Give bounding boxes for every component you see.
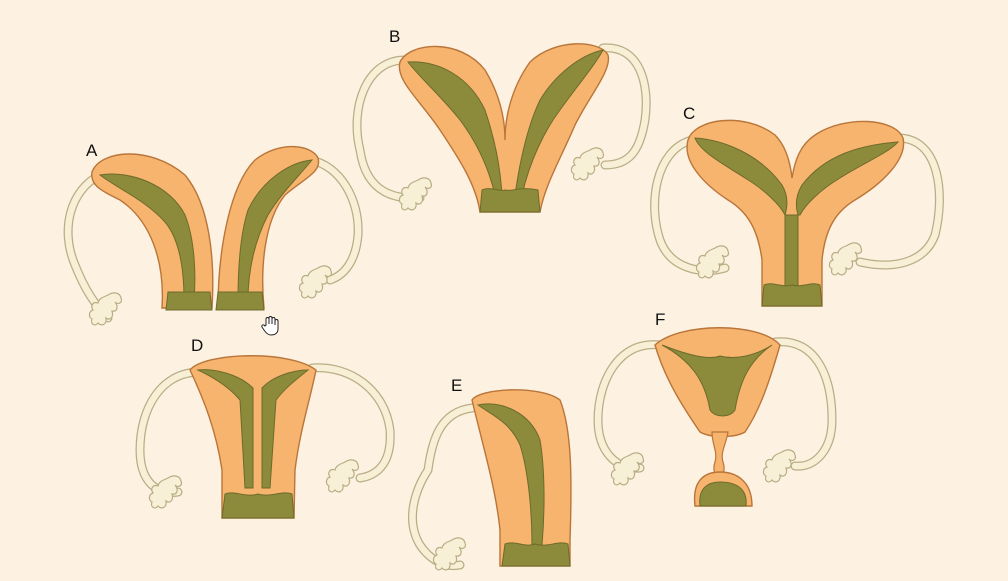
uterus-unicornuate-E (408, 389, 572, 571)
label-A: A (86, 141, 98, 160)
label-B: B (389, 27, 400, 46)
uterus-bicornuate-C (650, 119, 944, 307)
uterus-arcuate-F (593, 327, 837, 507)
hand-cursor-icon (261, 316, 279, 336)
label-C: C (683, 104, 695, 123)
uterus-septate-D (135, 355, 395, 519)
label-F: F (655, 310, 665, 329)
uterus-bicornuate-B (352, 43, 651, 213)
label-D: D (191, 336, 203, 355)
label-E: E (451, 376, 462, 395)
uterus-didelphys-A (63, 145, 363, 326)
